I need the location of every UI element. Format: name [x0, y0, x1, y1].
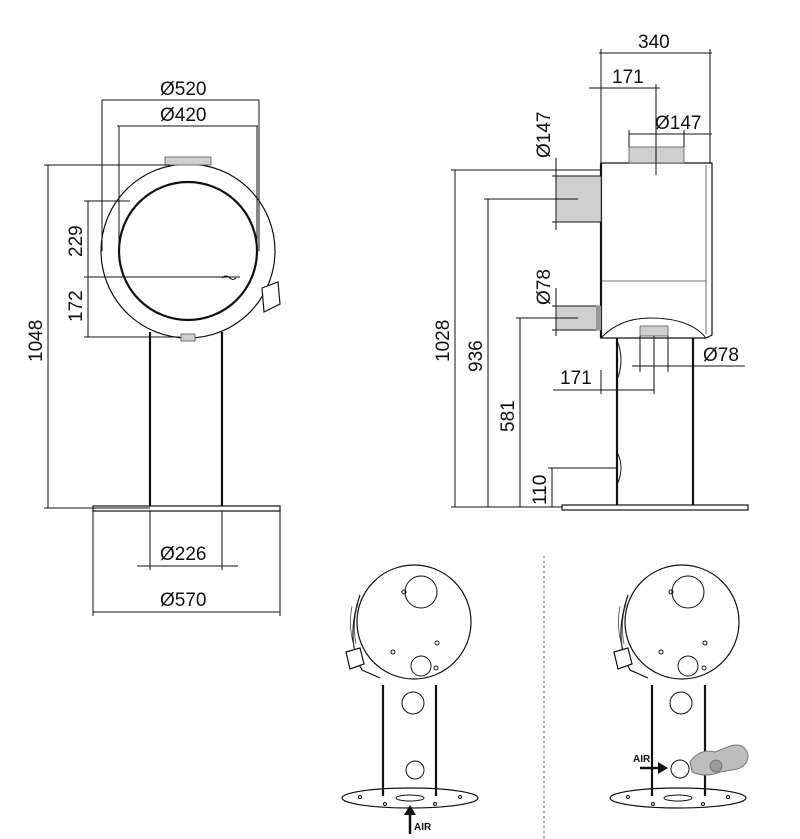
front-flue-collar — [164, 156, 212, 166]
dim-dia-520: Ø520 — [160, 79, 206, 100]
dim-340: 340 — [638, 32, 670, 53]
rear-left-flue-hole — [404, 575, 438, 609]
side-view: 340 171 Ø147 Ø147 1028 936 581 110 — [433, 32, 749, 511]
front-outer-ring — [100, 163, 276, 339]
dim-dia-147-rear: Ø147 — [534, 112, 555, 158]
front-bottom-plate — [180, 333, 196, 342]
dim-1028: 1028 — [433, 320, 454, 362]
rear-left-column-hole-lower — [405, 760, 425, 780]
rear-right-air-hole — [677, 655, 699, 677]
rear-left-air-hole — [410, 655, 432, 677]
rear-right-body — [624, 564, 740, 680]
front-view: Ø520 Ø420 1048 229 172 Ø226 Ø570 — [26, 79, 281, 616]
side-bottom-air — [639, 325, 669, 337]
dim-936: 936 — [466, 340, 487, 372]
rear-right-air-duct — [689, 744, 749, 776]
rear-right-column-hole-upper — [669, 691, 693, 715]
rear-right-base — [609, 787, 747, 809]
dim-dia-78-bottom: Ø78 — [703, 345, 739, 366]
dim-dia-147-top: Ø147 — [655, 113, 701, 134]
dim-dia-226: Ø226 — [160, 544, 206, 565]
dim-229: 229 — [66, 225, 87, 257]
rear-right-column-hole-lower — [670, 759, 690, 779]
rear-left-column-hole-upper — [401, 691, 425, 715]
dim-height-1048: 1048 — [26, 320, 47, 362]
dim-172: 172 — [66, 290, 87, 322]
side-bottom-curve — [600, 317, 707, 339]
dim-171-top: 171 — [612, 67, 644, 88]
dim-171-bottom: 171 — [560, 368, 592, 389]
dim-110: 110 — [530, 475, 551, 505]
rear-view-right: AIR — [609, 564, 749, 809]
air-label-left: AIR — [414, 822, 432, 833]
rear-right-flue-hole — [671, 575, 705, 609]
dim-dia-78-rear: Ø78 — [534, 269, 555, 305]
dim-dia-420: Ø420 — [160, 105, 206, 126]
dim-581: 581 — [498, 400, 519, 432]
side-body — [600, 162, 713, 339]
dim-dia-570: Ø570 — [160, 590, 206, 611]
side-base-plate — [561, 504, 749, 511]
front-door-handle — [261, 281, 281, 313]
air-label-right: AIR — [633, 754, 651, 765]
rear-left-body — [356, 564, 472, 680]
front-logo-mark — [221, 275, 237, 280]
rear-view-left: AIR — [341, 564, 479, 834]
